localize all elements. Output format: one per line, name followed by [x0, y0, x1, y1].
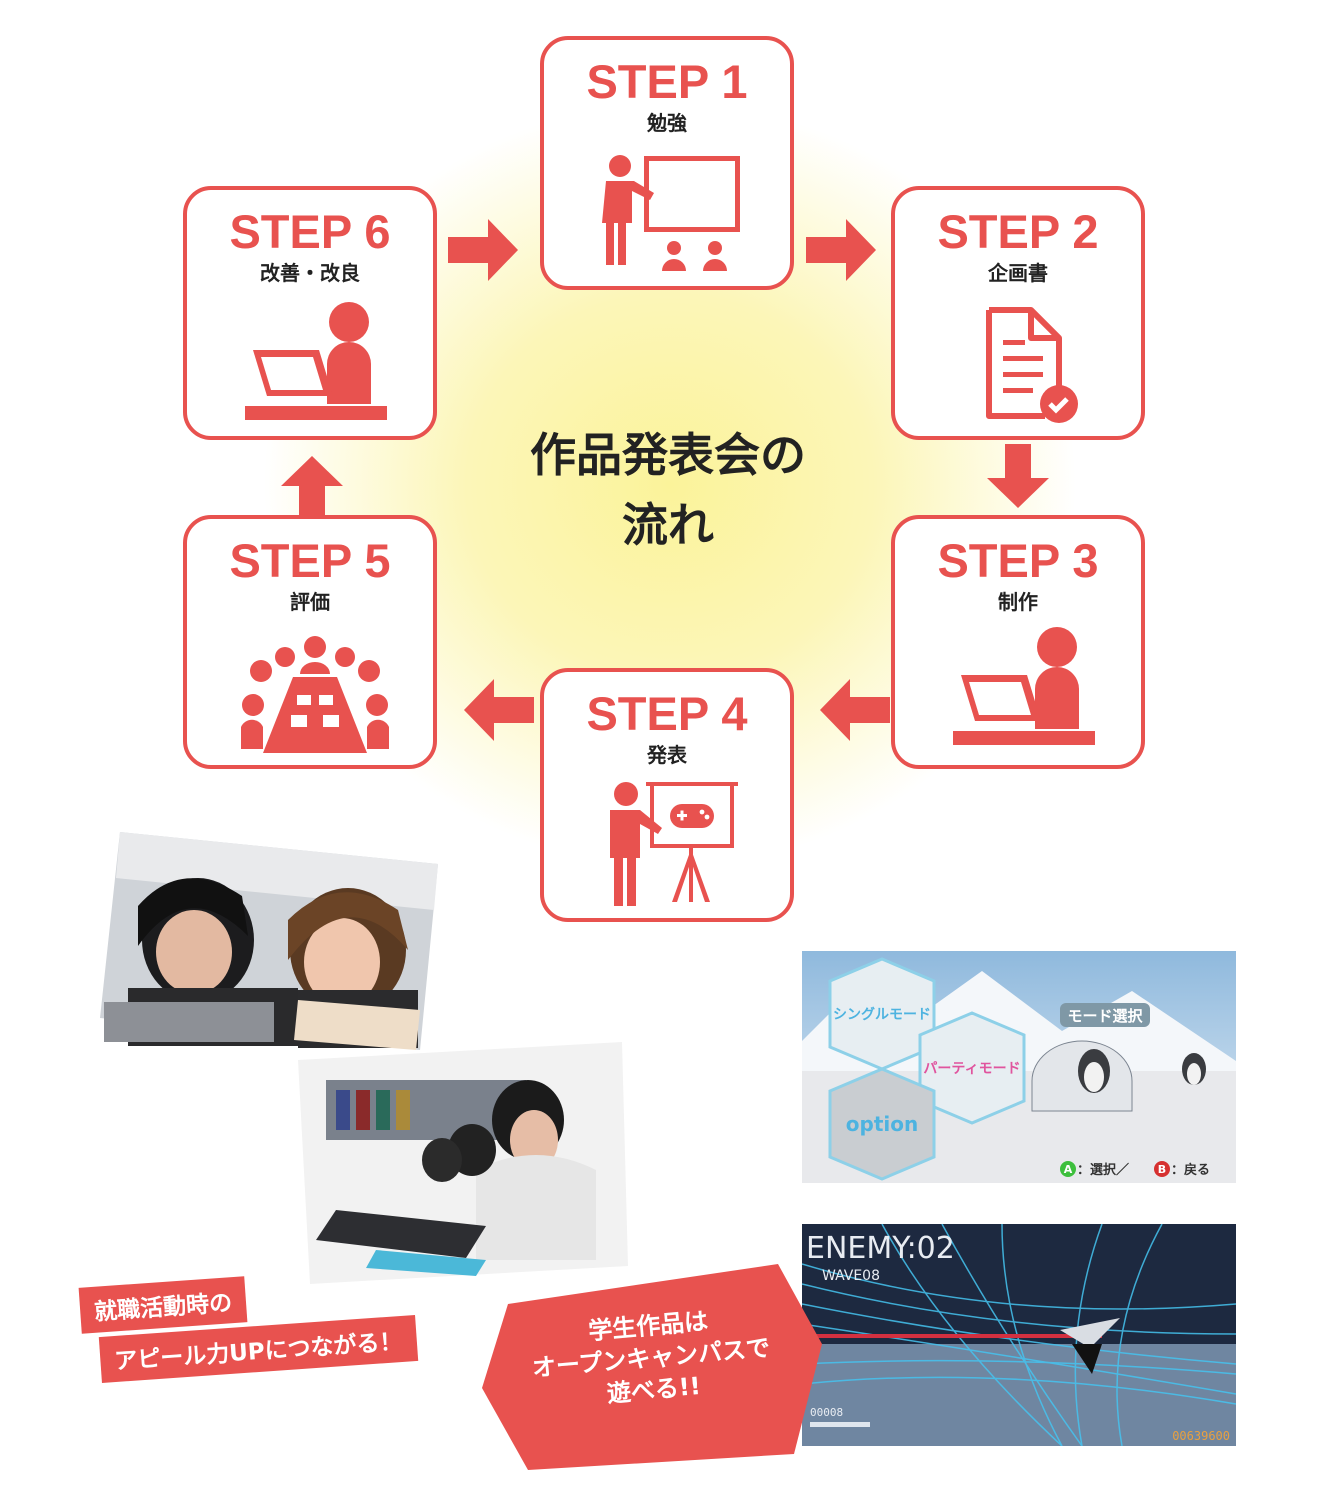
step-3-card: STEP 3 制作: [891, 515, 1145, 769]
step-4-sub: 発表: [647, 743, 687, 767]
arrow-up-icon: [281, 456, 343, 516]
document-check-icon: [986, 307, 1078, 423]
enemy-counter: ENEMY:02: [806, 1231, 955, 1266]
score-counter: 00639600: [1172, 1429, 1230, 1443]
step-3-sub: 制作: [998, 590, 1038, 614]
step-2-card: STEP 2 企画書: [891, 186, 1145, 440]
mode-select-label: モード選択: [1067, 1007, 1143, 1025]
step-6-label: STEP 6: [229, 205, 391, 258]
hint-select-label: ：選択／: [1077, 1162, 1129, 1178]
hint-back-label: ：戻る: [1171, 1162, 1210, 1178]
step-4-label: STEP 4: [586, 687, 748, 740]
teacher-whiteboard-icon: [602, 155, 740, 271]
option-label: option: [846, 1112, 918, 1136]
hint-a-button: A: [1064, 1163, 1073, 1176]
flow-title: 作品発表会の 流れ: [468, 420, 868, 560]
step-1-sub: 勉強: [647, 111, 687, 135]
step-1-card: STEP 1 勉強: [540, 36, 794, 290]
ammo-counter: 00008: [810, 1406, 843, 1419]
arrow-left-icon: [464, 679, 534, 741]
works-callout: [482, 1264, 822, 1470]
step-1-label: STEP 1: [586, 55, 748, 108]
game-screenshot-1: モード選択 シングルモード パーティモード option A ：選択／ B ：戻…: [802, 951, 1236, 1183]
presenter-gamepad-icon: [610, 782, 738, 906]
step-3-label: STEP 3: [937, 534, 1099, 587]
students-photo-2: [298, 1042, 628, 1284]
meeting-table-icon: [241, 636, 389, 753]
step-6-card: STEP 6 改善・改良: [183, 186, 437, 440]
step-5-card: STEP 5 評価: [183, 515, 437, 769]
step-5-label: STEP 5: [229, 534, 391, 587]
person-laptop-icon: [245, 302, 387, 420]
single-mode-label: シングルモード: [833, 1006, 931, 1023]
arrow-right-icon: [448, 219, 518, 281]
flow-title-line1: 作品発表会の: [530, 428, 806, 482]
step-2-sub: 企画書: [988, 261, 1048, 285]
flow-title-line2: 流れ: [622, 498, 714, 552]
arrow-left-icon: [820, 679, 890, 741]
step-6-sub: 改善・改良: [260, 261, 360, 285]
step-4-card: STEP 4 発表: [540, 668, 794, 922]
arrow-right-icon: [806, 219, 876, 281]
step-5-sub: 評価: [290, 590, 330, 614]
person-laptop-icon: [953, 627, 1095, 745]
arrow-down-icon: [987, 444, 1049, 508]
party-mode-label: パーティモード: [923, 1061, 1020, 1077]
hint-b-button: B: [1158, 1163, 1166, 1176]
wave-counter: WAVE08: [822, 1268, 880, 1284]
students-photo-1: [100, 832, 438, 1050]
game-screenshot-2: ENEMY:02 WAVE08 00008 00639600: [802, 1224, 1236, 1446]
appeal-tag-line1: 就職活動時の: [78, 1276, 248, 1334]
step-2-label: STEP 2: [937, 205, 1099, 258]
